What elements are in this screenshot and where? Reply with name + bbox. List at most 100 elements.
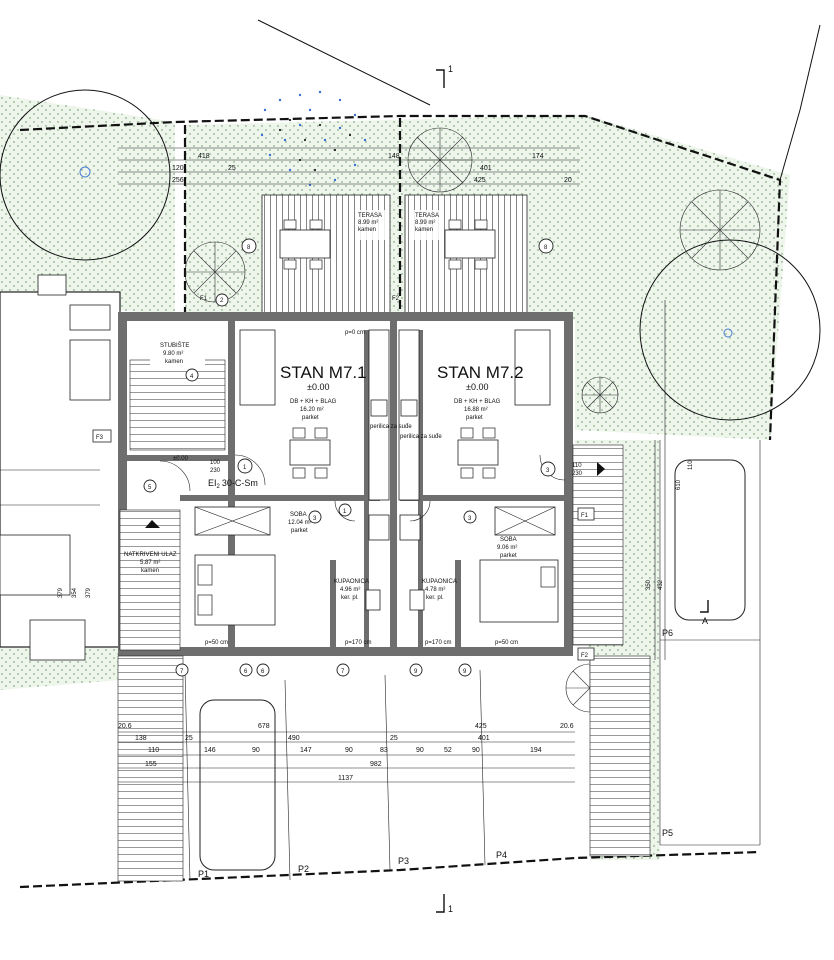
section-label-a: A — [702, 616, 708, 626]
dim-418: 418 — [198, 153, 210, 160]
marker-7: 7 — [180, 669, 184, 675]
dim-25-bottom-a: 25 — [185, 735, 193, 742]
dim-90-a: 90 — [252, 747, 260, 754]
marker-numbers: 1 1 2 3 3 3 4 5 6 6 7 7 8 8 9 9 — [148, 245, 550, 675]
side-dim-379-a: 379 — [58, 587, 64, 598]
living-left-finish: parket — [302, 415, 319, 421]
entrance-finish: kamen — [141, 568, 159, 574]
dim-52: 52 — [444, 747, 452, 754]
stairs-finish: kamen — [165, 359, 183, 365]
dim-982: 982 — [370, 761, 382, 768]
entrance-area: 5.87 m² — [140, 560, 160, 566]
bath-left-area: 4.96 m² — [340, 587, 360, 593]
parking-p1: P1 — [198, 869, 209, 879]
dim-148: 148 — [388, 153, 400, 160]
marker-1: 1 — [243, 465, 247, 471]
room-right-name: SOBA — [500, 537, 517, 543]
section-marks — [436, 69, 709, 913]
bath-right-area: 4.78 m² — [425, 587, 445, 593]
marker-7b: 7 — [341, 669, 345, 675]
dim-20: 20 — [564, 177, 572, 184]
dim-425: 425 — [474, 177, 486, 184]
dim-401-bottom: 401 — [478, 735, 490, 742]
parking-p5: P5 — [662, 828, 673, 838]
opening-p50-left: p=50 cm — [205, 640, 228, 646]
side-dim-350: 350 — [646, 579, 652, 590]
marker-4: 4 — [190, 374, 194, 380]
dim-401: 401 — [480, 165, 492, 172]
interiors — [129, 329, 566, 626]
marker-9b: 9 — [463, 669, 467, 675]
dim-90-d: 90 — [472, 747, 480, 754]
parking-p3: P3 — [398, 856, 409, 866]
tag-f3: F3 — [96, 435, 104, 441]
marker-3b: 3 — [468, 516, 472, 522]
opening-p0-left: p=0 cm — [345, 330, 365, 336]
stairs-area: 9.80 m² — [163, 351, 183, 357]
dim-206-right: 20.6 — [560, 723, 574, 730]
dishwasher-right: perilica za suđe — [400, 434, 442, 440]
dim-138: 138 — [135, 735, 147, 742]
section-mark-bottom: 1 — [448, 904, 453, 914]
stair-level: ±0.00 — [173, 456, 189, 462]
marker-2: 2 — [220, 298, 224, 304]
side-dimensions: 379 354 379 432 350 610 110 — [58, 300, 694, 660]
side-dim-610: 610 — [676, 479, 682, 490]
bath-right-name: KUPAONICA — [422, 579, 457, 585]
section-mark-top: 1 — [448, 64, 453, 74]
marker-1b: 1 — [343, 509, 347, 515]
terrace-right-name: TERASA — [415, 213, 439, 219]
window-top-right: 110 — [572, 463, 582, 469]
marker-8: 8 — [247, 245, 251, 251]
living-right-finish: parket — [466, 415, 483, 421]
opening-p170-left: p=170 cm — [345, 640, 372, 646]
side-dim-432: 432 — [658, 579, 664, 590]
window-bottom-left: 230 — [210, 468, 221, 474]
dim-490: 490 — [288, 735, 300, 742]
tag-f1-top: F1 — [200, 296, 208, 302]
bottom-dimensions: 20.6 678 425 20.6 138 490 25 401 25 110 … — [118, 723, 575, 783]
tag-f1: F1 — [581, 513, 589, 519]
apartment-right-level: ±0.00 — [466, 382, 488, 392]
dim-25-bottom-b: 25 — [390, 735, 398, 742]
dim-110: 110 — [148, 747, 159, 754]
room-left-area: 12.04 m² — [288, 520, 312, 526]
dim-194: 194 — [530, 747, 542, 754]
terrace-right-area: 8.99 m² — [415, 220, 435, 226]
dim-146: 146 — [204, 747, 216, 754]
marker-6b: 6 — [261, 669, 265, 675]
dim-120: 120 — [172, 165, 184, 172]
dim-90-b: 90 — [345, 747, 353, 754]
opening-p170-right: p=170 cm — [425, 640, 452, 646]
stairs-name: STUBIŠTE — [160, 342, 189, 349]
apartment-left-level: ±0.00 — [307, 382, 329, 392]
dim-425-bottom: 425 — [475, 723, 487, 730]
element-tags: F3 F1 F2 F1 F2 P1 P2 P3 P4 P5 P6 A 1 1 — [92, 64, 708, 914]
bath-left-name: KUPAONICA — [334, 579, 369, 585]
entrance-stairs — [117, 444, 651, 882]
terrace-left-area: 8.99 m² — [358, 220, 378, 226]
dim-147: 147 — [300, 747, 312, 754]
marker-3c: 3 — [313, 516, 317, 522]
terrace-left-name: TERASA — [358, 213, 382, 219]
marker-5: 5 — [148, 485, 152, 491]
opening-p50-right: p=50 cm — [495, 640, 518, 646]
dim-155: 155 — [145, 761, 157, 768]
apartment-left-name: STAN M7.1 — [280, 363, 367, 382]
living-right-area: 16.88 m² — [464, 407, 488, 413]
dim-25: 25 — [228, 165, 236, 172]
dim-83: 83 — [380, 747, 388, 754]
top-dimensions: 418 401 174 425 25 148 120 256 20 — [118, 147, 580, 185]
room-right-area: 9.06 m² — [497, 545, 517, 551]
bath-left-finish: ker. pl. — [341, 595, 359, 601]
room-labels: STAN M7.1 ±0.00 STAN M7.2 ±0.00 STUBIŠTE… — [124, 330, 583, 646]
marker-6: 6 — [244, 669, 248, 675]
side-dim-379-b: 379 — [86, 587, 92, 598]
dim-174: 174 — [532, 153, 544, 160]
side-dim-354: 354 — [72, 587, 78, 598]
window-top-left: 100 — [210, 460, 221, 466]
dim-1137: 1137 — [338, 775, 353, 782]
room-left-name: SOBA — [290, 512, 307, 518]
